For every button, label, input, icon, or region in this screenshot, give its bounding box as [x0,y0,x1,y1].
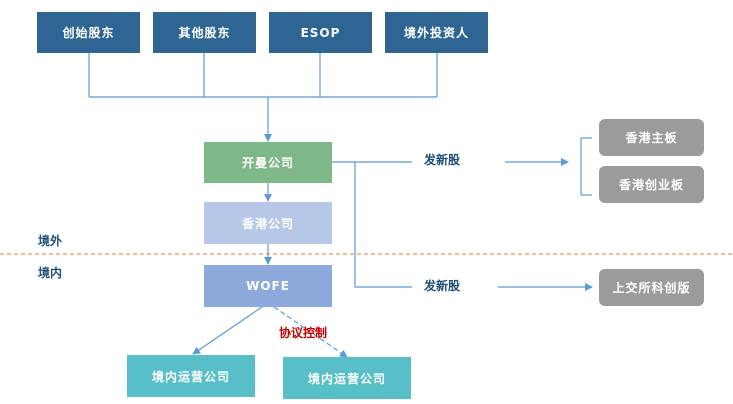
issue-new-shares-label: 发新股 [424,153,461,167]
esop-box: ESOP [269,12,372,53]
foreign-investors-box: 境外投资人 [385,12,488,53]
issuance-connectors [332,158,593,291]
domestic-operating-company-box: 境内运营公司 [127,355,255,397]
other-shareholders-box: 其他股东 [153,12,256,53]
offshore-region-label: 境外 [38,234,63,248]
star-market-box: 上交所科创版 [599,269,704,306]
domestic-operating-company-box: 境内运营公司 [283,357,411,399]
contractual-control-label: 协议控制 [279,326,328,340]
onshore-region-label: 境内 [38,266,63,280]
listing-bracket [580,137,592,196]
hk-gem-board-box: 香港创业板 [599,166,704,203]
wofe-box: WOFE [204,265,332,307]
wofe-connectors [192,306,348,358]
hk-main-board-box: 香港主板 [599,119,704,156]
issue-new-shares-label: 发新股 [424,279,461,293]
hk-company-box: 香港公司 [204,202,332,244]
shareholder-connectors [88,53,438,142]
cayman-company-box: 开曼公司 [204,142,332,183]
founders-box: 创始股东 [37,12,140,53]
